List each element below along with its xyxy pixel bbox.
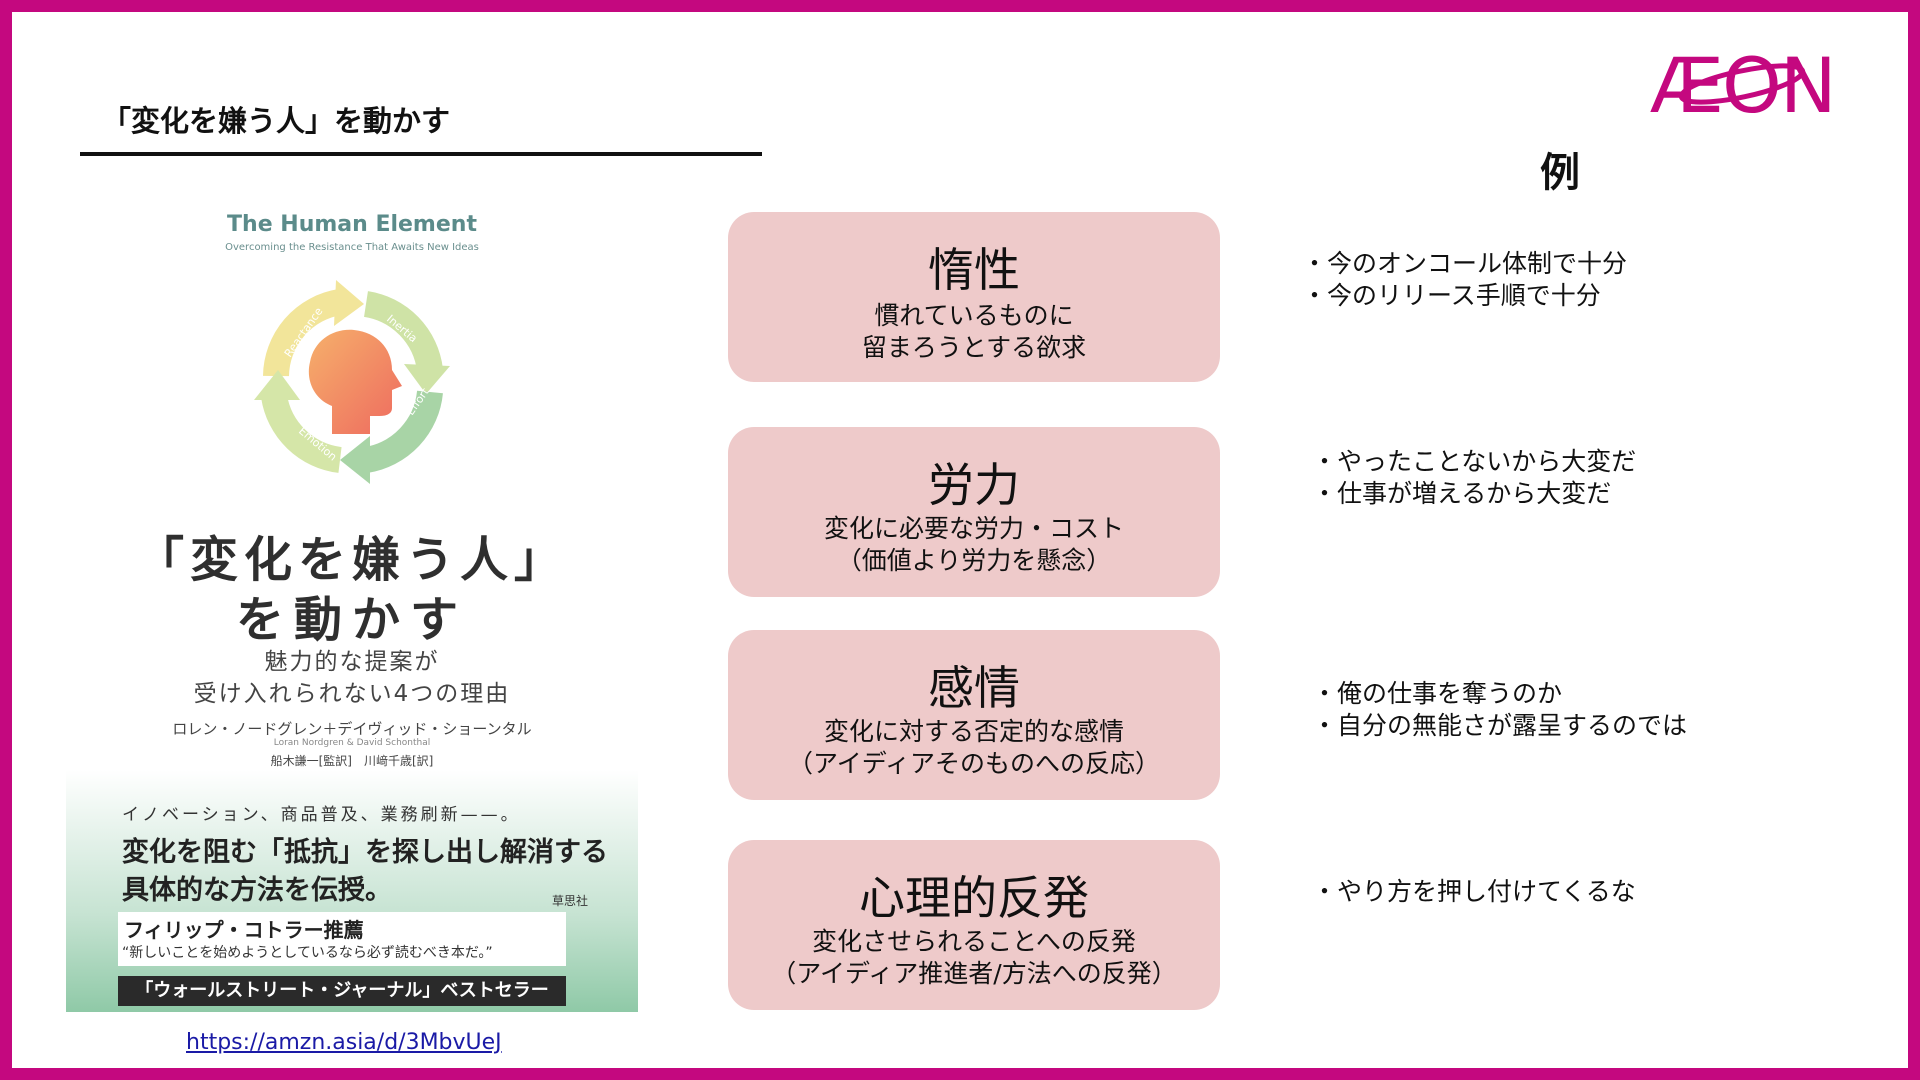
head-silhouette — [308, 329, 402, 434]
card-desc-line2: （価値より労力を懸念） — [836, 546, 1112, 575]
book-copy-line1: 変化を阻む「抵抗」を探し出し解消する — [122, 837, 608, 868]
card-desc-line1: 変化に必要な労力・コスト — [823, 514, 1124, 543]
slide-title: 「変化を嫌う人」を動かす — [102, 104, 451, 138]
endorsement-quote: “新しいことを始めようとしているなら必ず読むべき本だ。” — [122, 945, 493, 961]
cover-gradient — [66, 770, 638, 1012]
example-item: ・今のオンコール体制で十分 — [1302, 249, 1628, 278]
title-underline — [80, 152, 762, 156]
bestseller-band: 「ウォールストリート・ジャーナル」ベストセラー — [118, 976, 566, 1006]
resistance-cycle-diagram: Reactance Inertia Effort Emotion — [254, 280, 450, 484]
card-desc-line1: 変化させられることへの反発 — [812, 927, 1136, 956]
card-title: 心理的反発 — [859, 871, 1089, 925]
book-publisher: 草思社 — [552, 894, 589, 908]
book-title-jp-line1: 「変化を嫌う人」 — [135, 532, 568, 588]
logo-text: ÆON — [1650, 41, 1835, 124]
book-link[interactable]: https://amzn.asia/d/3MbvUeJ — [186, 1030, 502, 1055]
book-authors-en: Loran Nordgren & David Schonthal — [273, 738, 431, 748]
example-item: ・やったことないから大変だ — [1312, 447, 1637, 476]
book-subtitle-jp-line2: 受け入れられない4つの理由 — [193, 681, 511, 707]
example-item: ・俺の仕事を奪うのか — [1312, 679, 1563, 708]
book-translators: 船木謙一[監訳] 川﨑千歳[訳] — [270, 754, 434, 768]
card-emotion: 感情 変化に対する否定的な感情 （アイディアそのものへの反応） — [728, 630, 1220, 800]
book-authors: ロレン・ノードグレン＋デイヴィッド・ショーンタル — [172, 720, 532, 738]
card-title: 惰性 — [928, 243, 1020, 297]
card-desc-line2: （アイディア推進者/方法への反発） — [771, 959, 1177, 988]
card-desc-line2: 留まろうとする欲求 — [861, 333, 1087, 362]
card-title: 感情 — [928, 661, 1020, 715]
example-item: ・自分の無能さが露呈するのでは — [1312, 711, 1688, 740]
endorsement-name: フィリップ・コトラー推薦 — [124, 918, 364, 942]
card-desc-line1: 変化に対する否定的な感情 — [823, 717, 1124, 746]
book-subtitle-en: Overcoming the Resistance That Awaits Ne… — [225, 242, 479, 253]
card-reactance: 心理的反発 変化させられることへの反発 （アイディア推進者/方法への反発） — [728, 840, 1220, 1010]
slide: 「変化を嫌う人」を動かす ÆON 例 The Human Element Ove… — [12, 12, 1908, 1068]
card-desc-line1: 慣れているものに — [874, 301, 1074, 330]
example-item: ・今のリリース手順で十分 — [1302, 281, 1601, 310]
book-copy-line2: 具体的な方法を伝授。 — [122, 875, 392, 906]
aeon-logo: ÆON — [1650, 41, 1837, 124]
book-cover: The Human Element Overcoming the Resista… — [66, 200, 638, 1012]
card-title: 労力 — [928, 458, 1020, 512]
book-title-en: The Human Element — [227, 212, 477, 237]
card-effort: 労力 変化に必要な労力・コスト （価値より労力を懸念） — [728, 427, 1220, 597]
card-inertia: 惰性 慣れているものに 留まろうとする欲求 — [728, 212, 1220, 382]
example-item: ・仕事が増えるから大変だ — [1312, 479, 1612, 508]
book-title-jp-line2: を動かす — [235, 592, 468, 648]
book-tagline: イノベーション、商品普及、業務刷新——。 — [122, 805, 521, 825]
book-endorsement: フィリップ・コトラー推薦 “新しいことを始めようとしているなら必ず読むべき本だ。… — [118, 912, 566, 966]
card-desc-line2: （アイディアそのものへの反応） — [787, 749, 1160, 778]
example-item: ・やり方を押し付けてくるな — [1312, 877, 1636, 906]
book-subtitle-jp-line1: 魅力的な提案が — [264, 649, 440, 675]
examples-heading: 例 — [1540, 150, 1580, 196]
